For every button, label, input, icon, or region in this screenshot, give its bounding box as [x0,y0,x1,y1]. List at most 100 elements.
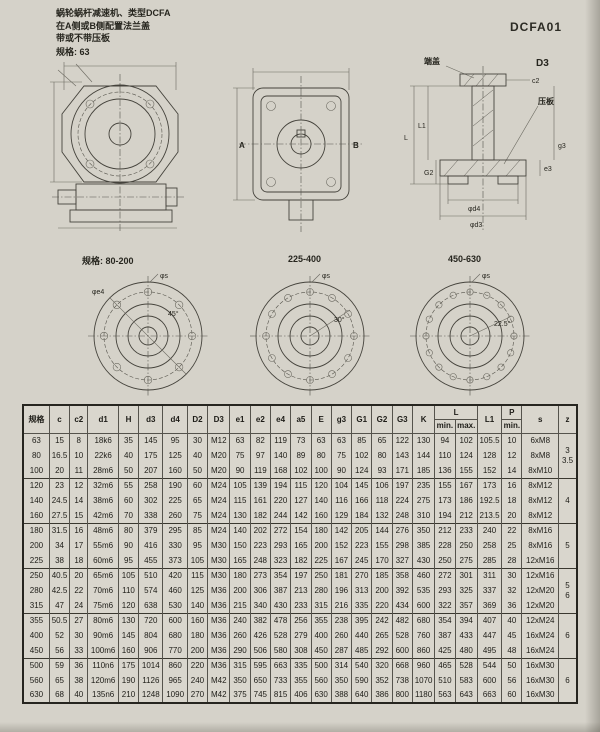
table-cell: 285 [476,553,502,568]
table-cell: 293 [269,538,291,553]
table-cell: 140 [229,522,251,538]
dim-L1: L1 [418,123,426,130]
table-cell: M36 [207,583,230,598]
z-cell: 6 [558,657,577,703]
table-cell: 600 [391,643,413,658]
table-cell: 510 [138,567,163,583]
table-cell: 8xM8 [521,448,559,463]
table-cell: 17 [69,538,88,553]
table-cell: 38m6 [87,493,119,508]
table-cell: 207 [138,463,163,478]
table-cell: 720 [138,612,163,628]
table-cell: 192.5 [476,493,502,508]
table-cell: 140 [310,493,332,508]
table-cell: 130 [411,432,435,448]
table-cell: 223 [249,538,271,553]
table-cell: 129 [330,508,352,523]
table-cell: 128 [476,448,502,463]
table-cell: 800 [391,688,413,703]
table-cell: 106 [371,477,393,493]
table-cell: 478 [269,612,291,628]
table-cell: 311 [476,567,502,583]
table-cell: 440 [351,628,372,643]
table-cell: 250 [434,553,456,568]
table-cell: 8 [69,432,88,448]
table-cell: 638 [138,598,163,613]
table-cell: 167 [454,477,478,493]
doc-code: DCFA01 [509,20,562,34]
table-cell: 175 [117,657,139,673]
table-cell: 385 [411,538,435,553]
table-cell: 85 [186,522,208,538]
table-cell: 152 [330,538,352,553]
table-cell: 301 [454,567,478,583]
table-cell: 275 [411,493,435,508]
table-cell: 680 [162,628,188,643]
table-cell: 70 [117,508,139,523]
title-block: 蜗轮蜗杆减速机、类型DCFA 在A侧或B侧配置法兰盖 带或不带压板 [56,7,276,45]
table-cell: 160 [162,463,188,478]
table-cell: 630 [22,688,50,703]
table-cell: 500 [22,657,50,673]
table-cell: 240 [229,612,251,628]
table-cell: 860 [411,643,435,658]
table-cell: 20 [69,567,88,583]
table-cell: 180 [186,628,208,643]
table-cell: 31.5 [48,522,70,538]
flange-450-630-drawing: φs 22.5° [410,273,530,396]
table-cell: 580 [269,643,291,658]
table-cell: 65m6 [87,567,119,583]
dim-g3: g3 [558,143,566,150]
table-cell: 314 [330,657,352,673]
table-cell: 295 [162,522,188,538]
table-cell: 75m6 [87,598,119,613]
table-cell: 16 [69,522,88,538]
table-cell: 272 [269,522,291,538]
table-cell: M42 [207,673,230,688]
table-cell: 245 [351,553,372,568]
col-header: K [411,405,435,434]
table-cell: 115 [186,567,208,583]
table-cell: 47 [48,598,70,613]
table-cell: 22 [69,583,88,598]
table-cell: 215 [229,598,251,613]
table-cell: 335 [351,598,372,613]
table-cell: 65 [48,673,70,688]
table-cell: 455 [138,553,163,568]
table-cell: 60 [501,688,522,703]
col-header: e2 [249,405,271,434]
table-cell: 434 [391,598,413,613]
table-cell: 30 [69,628,88,643]
table-cell: 212 [454,508,478,523]
table-cell: 120 [22,477,50,493]
table-cell: 125 [162,448,188,463]
table-cell: 292 [371,643,393,658]
table-cell: 355 [310,612,332,628]
table-cell: 165 [290,538,312,553]
table-cell: M30 [207,567,230,583]
table-cell: 600 [411,598,435,613]
table-cell: 28m6 [87,463,119,478]
table-cell: 200 [186,643,208,658]
table-cell: 63 [22,432,50,448]
table-cell: 643 [454,688,478,703]
table-cell: M36 [207,657,230,673]
table-cell: 760 [411,628,435,643]
table-cell: 160 [310,508,332,523]
table-cell: 34 [48,538,70,553]
table-cell: 70m6 [87,583,119,598]
table-cell: 340 [249,598,271,613]
table-cell: 450 [310,643,332,658]
dim-d4: φd4 [468,206,480,213]
table-cell: 205 [351,522,372,538]
table-cell: 50 [117,463,139,478]
dim-L: L [404,135,408,142]
table-cell: 50.5 [48,612,70,628]
table-cell: 194 [434,508,456,523]
table-cell: 73 [290,432,312,448]
